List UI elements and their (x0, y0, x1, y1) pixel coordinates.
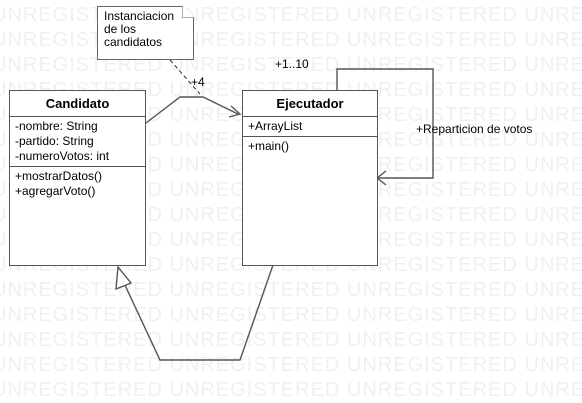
class-ejecutador[interactable]: Ejecutador +ArrayList +main() (242, 90, 378, 266)
watermark-line: UNREGISTERED UNREGISTERED UNREGISTERED U… (0, 279, 582, 301)
note-anchor-line (169, 59, 201, 95)
class-candidato[interactable]: Candidato -nombre: String -partido: Stri… (9, 90, 146, 266)
attribute-arraylist: +ArrayList (248, 119, 303, 133)
class-ejecutador-methods: +main() (243, 137, 377, 156)
multiplicity-candidato-label: +4 (191, 75, 205, 89)
watermark-line: UNREGISTERED UNREGISTERED UNREGISTERED U… (0, 354, 582, 376)
generalization-line (123, 264, 274, 361)
class-ejecutador-attributes: +ArrayList (243, 117, 377, 137)
association-candidato-ejecutador (145, 96, 239, 124)
note-fold-icon (182, 6, 194, 18)
association-arrowhead (228, 105, 242, 118)
method-main: +main() (248, 139, 290, 153)
self-multiplicity-label: +1..10 (275, 57, 309, 71)
class-candidato-attributes: -nombre: String -partido: String -numero… (10, 117, 145, 167)
note-line-3: candidatos (104, 35, 163, 49)
method-agregar-voto: +agregarVoto() (15, 184, 96, 198)
watermark-line: UNREGISTERED UNREGISTERED UNREGISTERED U… (0, 329, 582, 351)
self-role-label: +Reparticion de votos (416, 122, 533, 136)
attribute-nombre: -nombre: String (15, 119, 98, 133)
class-candidato-methods: +mostrarDatos() +agregarVoto() (10, 167, 145, 201)
self-association-line (336, 68, 434, 179)
attribute-partido: -partido: String (15, 134, 94, 148)
note: Instanciacion de los candidatos (97, 6, 194, 60)
watermark-line: UNREGISTERED UNREGISTERED UNREGISTERED U… (0, 379, 582, 401)
method-mostrar-datos: +mostrarDatos() (15, 169, 103, 183)
note-line-1: Instanciacion (104, 9, 175, 23)
class-candidato-title: Candidato (10, 91, 145, 117)
note-line-2: de los (104, 22, 137, 36)
class-ejecutador-title: Ejecutador (243, 91, 377, 117)
generalization-triangle (115, 265, 133, 291)
attribute-numero-votos: -numeroVotos: int (15, 149, 110, 163)
watermark-line: UNREGISTERED UNREGISTERED UNREGISTERED U… (0, 304, 582, 326)
